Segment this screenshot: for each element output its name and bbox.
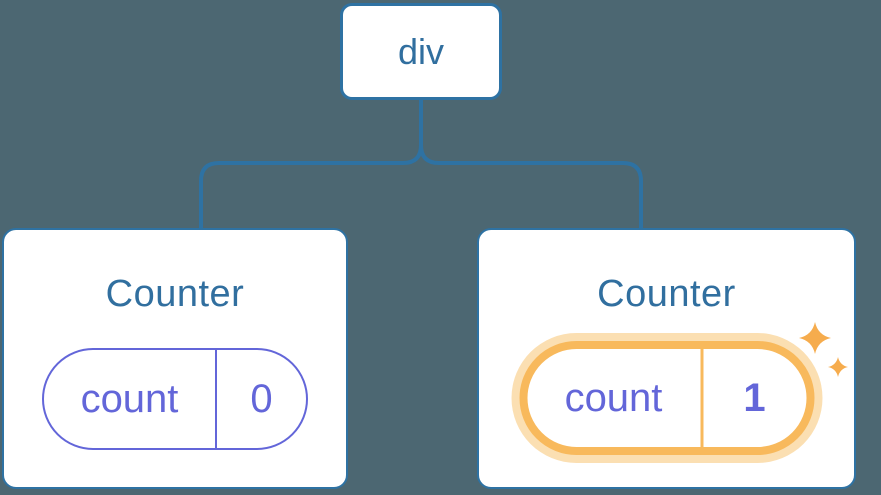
state-value: 0 [215, 350, 306, 448]
component-title: Counter [597, 273, 736, 315]
counter-card-left: Counter count 0 [2, 228, 348, 489]
connector-right-branch [419, 144, 643, 228]
state-pill-highlighted: count 1 [519, 341, 814, 455]
counter-card-right: Counter count 1 [477, 228, 856, 489]
root-node-label: div [397, 30, 445, 72]
connector-left-branch [199, 100, 423, 228]
state-pill: count 0 [42, 348, 308, 450]
root-node: div [340, 3, 502, 100]
state-value: 1 [700, 349, 806, 447]
component-title: Counter [105, 273, 245, 315]
state-name: count [80, 376, 179, 421]
sparkles-icon [799, 322, 848, 377]
state-name: count [564, 375, 663, 420]
